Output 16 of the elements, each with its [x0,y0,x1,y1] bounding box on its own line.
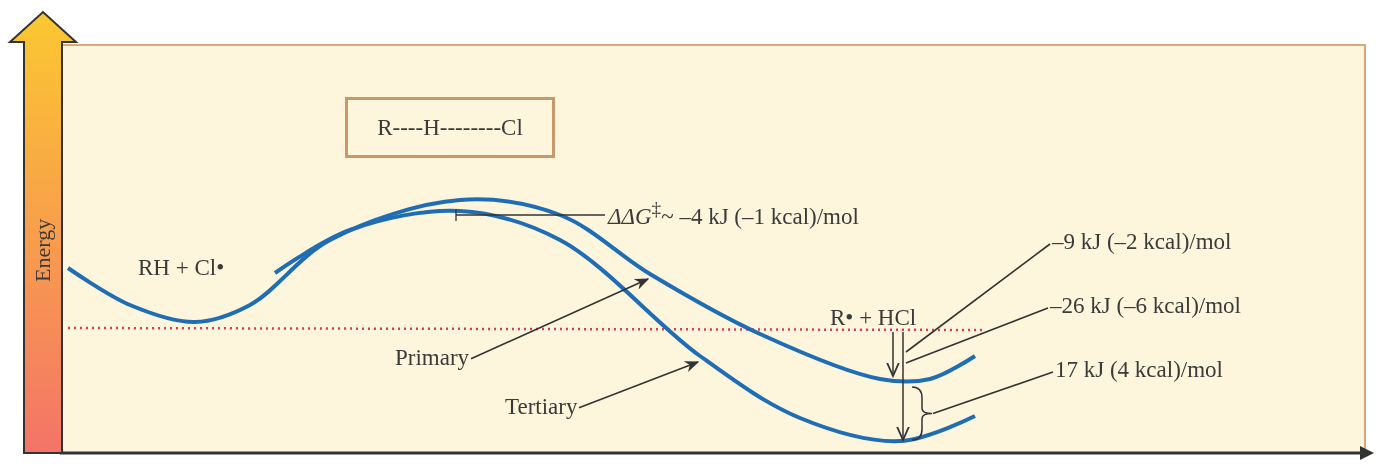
tertiary-label: Tertiary [505,394,578,420]
arrow [470,278,650,360]
leader-line [905,243,1051,353]
axis-label: Energy [31,218,56,282]
arrow [578,361,700,409]
brace [912,386,932,441]
reactant-label: RH + Cl• [138,255,225,281]
energy-value-label: –26 kJ (–6 kcal)/mol [1050,293,1241,319]
energy-difference-label: ΔΔG$^{‡}$~ –4 kJ (–1 kcal)/mol [608,198,859,229]
product-label: R• + HCl [830,305,917,331]
leader-line [905,307,1049,364]
energy-value-label: –9 kJ (–2 kcal)/mol [1052,229,1232,255]
transition-state-box: R----H--------Cl [345,97,555,158]
leader-line [932,371,1054,415]
primary-label: Primary [395,345,470,371]
energy-value-label: 17 kJ (4 kcal)/mol [1055,357,1223,383]
